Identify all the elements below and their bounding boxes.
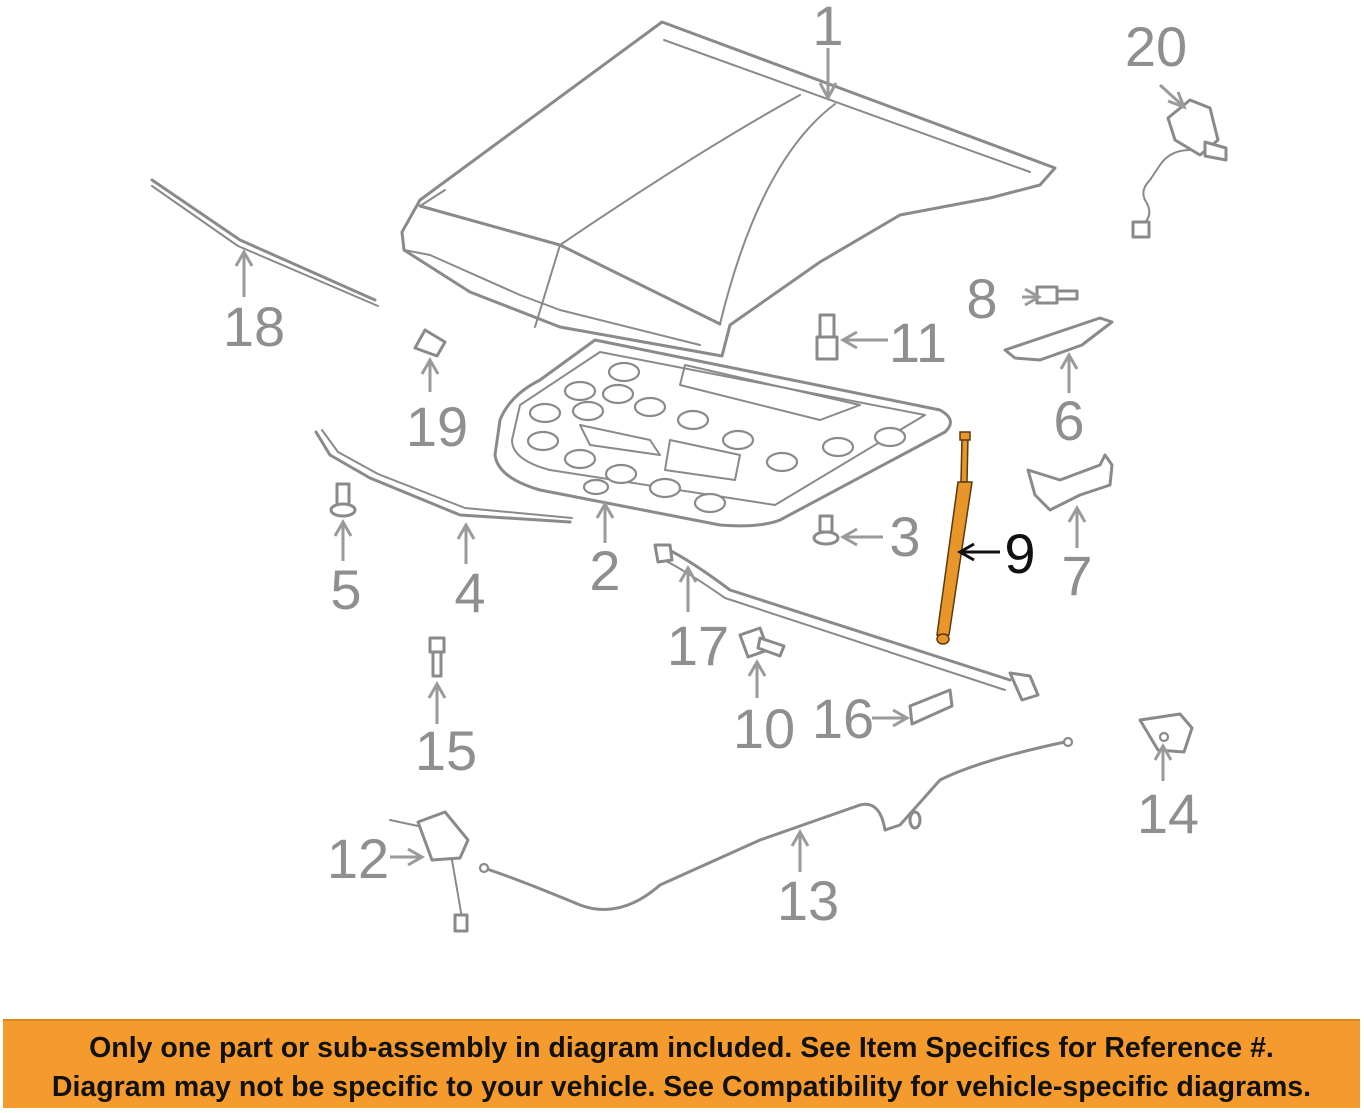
support-bracket: [1026, 453, 1114, 512]
callout-3: 3: [889, 505, 920, 568]
lift-support-highlighted: [936, 431, 973, 645]
disclaimer-banner: Only one part or sub-assembly in diagram…: [3, 1019, 1360, 1108]
bolt-8: [1035, 285, 1079, 305]
callout-8: 8: [966, 267, 997, 330]
hood-panel: [400, 20, 1057, 358]
callout-labels: 1 2 3 4 5 6 7 8 9 10 11 12 13 14 15 16 1…: [223, 0, 1199, 932]
callout-19: 19: [406, 395, 468, 458]
washer-nozzle: [1131, 98, 1228, 239]
bolt-10: [738, 626, 786, 659]
callout-16: 16: [812, 687, 874, 750]
callout-2: 2: [589, 539, 620, 602]
hinge-bracket: [1003, 316, 1114, 362]
callout-13: 13: [777, 869, 839, 932]
hood-insulator: [493, 338, 952, 528]
weatherstrip-seal: [314, 429, 573, 524]
callout-14: 14: [1137, 782, 1199, 845]
disclaimer-line-2: Diagram may not be specific to your vehi…: [51, 1071, 1312, 1103]
latch-bracket: [1138, 712, 1194, 754]
callout-9: 9: [1004, 522, 1035, 585]
release-cable: [478, 736, 1074, 911]
callout-10: 10: [733, 697, 795, 760]
bolt-15: [428, 636, 446, 678]
callout-17: 17: [667, 614, 729, 677]
small-bracket: [413, 328, 447, 358]
callout-6: 6: [1053, 389, 1084, 452]
callout-12: 12: [327, 827, 389, 890]
callout-4: 4: [454, 561, 485, 624]
callout-7: 7: [1061, 544, 1092, 607]
callout-11: 11: [889, 311, 947, 374]
pad: [908, 688, 954, 726]
callout-20: 20: [1125, 15, 1187, 78]
bumper-stop: [812, 514, 840, 546]
hood-front-molding: [150, 178, 379, 307]
disclaimer-line-1: Only one part or sub-assembly in diagram…: [89, 1032, 1274, 1064]
push-pin: [329, 482, 357, 518]
leader-lines: [234, 48, 1187, 872]
callout-5: 5: [330, 558, 361, 621]
hood-latch: [389, 810, 470, 933]
callout-15: 15: [415, 719, 477, 782]
hood-bumper: [815, 313, 839, 361]
parts-diagram: 1 2 3 4 5 6 7 8 9 10 11 12 13 14 15 16 1…: [150, 0, 1228, 933]
callout-1: 1: [812, 0, 843, 57]
callout-18: 18: [223, 295, 285, 358]
